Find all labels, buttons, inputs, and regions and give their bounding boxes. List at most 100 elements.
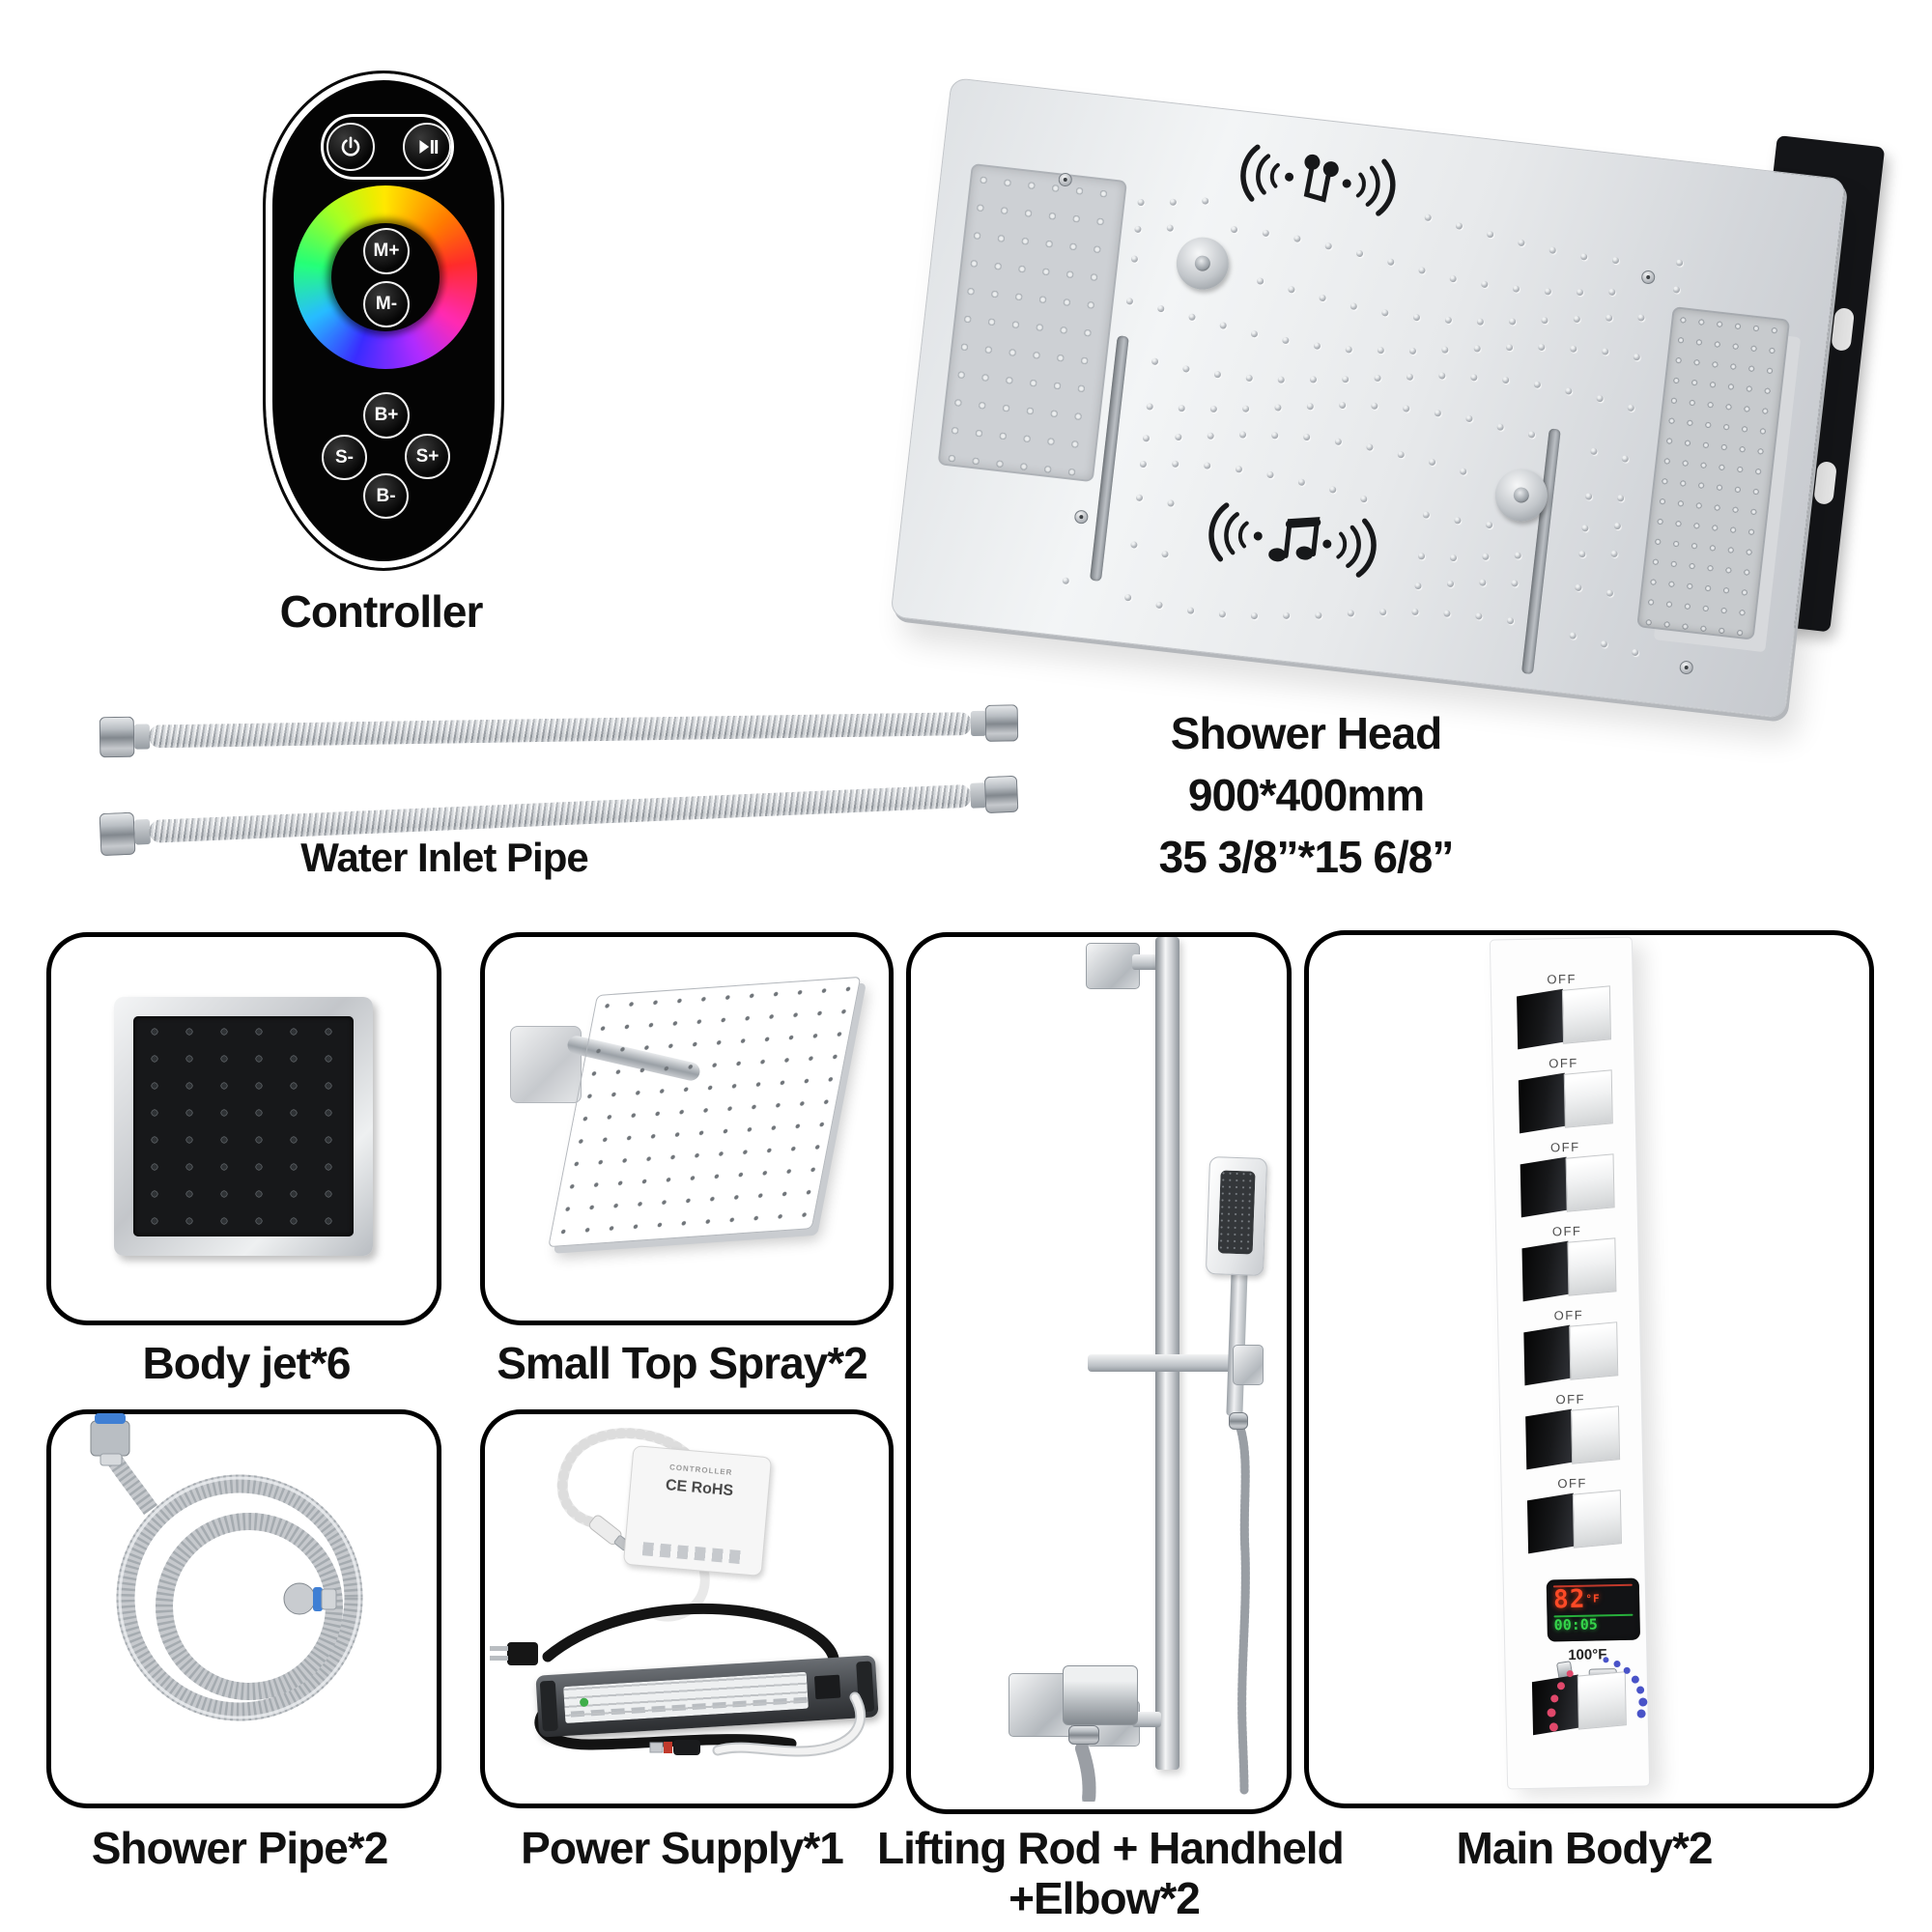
play-pause-button[interactable] [403, 123, 451, 171]
b-plus-button[interactable]: B+ [363, 392, 410, 439]
led-dot [1412, 313, 1421, 322]
led-dot [1274, 403, 1282, 412]
led-dot [1277, 376, 1286, 384]
led-dot [1235, 466, 1243, 473]
led-dot [1256, 277, 1264, 286]
led-dot [1203, 462, 1211, 470]
water-inlet-label: Water Inlet Pipe [300, 835, 589, 880]
led-dot [1161, 550, 1169, 558]
led-dot [1607, 288, 1616, 296]
led-dot [1250, 611, 1259, 620]
valve-off-label: OFF [1553, 1307, 1584, 1323]
led-dot [1481, 553, 1490, 561]
s-plus-button[interactable]: S+ [405, 434, 450, 479]
led-dot [1293, 235, 1301, 242]
led-dot [1230, 226, 1238, 234]
cold-scale-dot [1613, 1660, 1621, 1668]
led-dot [1319, 294, 1326, 302]
power-supply-label: Power Supply*1 [521, 1823, 844, 1873]
led-dot [1514, 552, 1522, 560]
m-plus-label: M+ [373, 241, 400, 261]
valve-knob[interactable] [1518, 1069, 1613, 1134]
led-dot [1496, 422, 1505, 431]
led-dot [1576, 288, 1584, 297]
led-dot [1130, 254, 1139, 263]
handheld-shower-head[interactable] [1205, 1155, 1268, 1277]
led-dot [1188, 313, 1196, 322]
led-dot [1139, 460, 1148, 469]
led-dot [1334, 437, 1343, 445]
lcd-temperature: 82 [1552, 1584, 1586, 1615]
lcd-unit: °F [1585, 1592, 1601, 1605]
led-dot [1465, 414, 1473, 423]
led-dot [1512, 285, 1520, 293]
valve-off-label: OFF [1547, 971, 1577, 987]
screw-icon [1640, 270, 1656, 285]
shower-head-size-inch: 35 3/8”*15 6/8” [1158, 832, 1455, 882]
power-icon [338, 134, 363, 159]
valve-knob[interactable] [1525, 1406, 1621, 1470]
valve-off-label: OFF [1551, 1223, 1582, 1239]
led-dot [1527, 431, 1536, 440]
led-dot [1577, 550, 1586, 558]
valve-knob[interactable] [1526, 1490, 1622, 1554]
valve-knob[interactable] [1523, 1321, 1619, 1386]
led-dot [1347, 610, 1355, 618]
valve-knob[interactable] [1517, 985, 1611, 1050]
remote-controller: M+ M- B+ S- S+ B- [263, 71, 504, 571]
led-dot [1454, 517, 1462, 525]
led-dot [1613, 523, 1622, 530]
led-dot [1359, 495, 1368, 503]
led-dot [1511, 579, 1519, 587]
m-plus-button[interactable]: M+ [363, 228, 410, 274]
waterfall-pad-right [1636, 306, 1791, 640]
led-dot [1370, 402, 1378, 411]
mount-cutout [1831, 306, 1856, 352]
shower-pipe-photo [90, 1413, 363, 1721]
led-dot [1287, 286, 1295, 294]
cold-scale-dot [1636, 1709, 1646, 1719]
rod-top-arm [1132, 954, 1161, 970]
play-pause-icon [414, 134, 440, 159]
b-minus-label: B- [376, 485, 396, 506]
power-button[interactable] [327, 123, 375, 171]
s-minus-label: S- [335, 446, 354, 468]
led-dot [1459, 467, 1467, 475]
lcd-display: 82°F 00:05 [1546, 1577, 1641, 1642]
cold-scale-dot [1631, 1675, 1639, 1684]
valve-knob[interactable] [1520, 1153, 1615, 1218]
led-dot [1434, 409, 1442, 417]
lifting-rod-bar[interactable] [1155, 937, 1179, 1770]
body-jet-photo [114, 997, 373, 1256]
led-dot [1213, 370, 1222, 379]
led-dot [1178, 405, 1186, 412]
led-dot [1062, 577, 1070, 585]
led-dot [1151, 357, 1159, 366]
led-dot [1631, 648, 1639, 657]
led-dot [1378, 609, 1387, 616]
led-dot [1541, 316, 1548, 325]
led-dot [1590, 447, 1598, 456]
dial-max-temp-label: 100°F [1568, 1646, 1607, 1664]
cold-scale-dot [1623, 1666, 1631, 1674]
mount-cutout [1813, 460, 1838, 505]
cold-scale-dot [1636, 1686, 1645, 1694]
led-dot [1306, 402, 1315, 411]
led-dot [1219, 322, 1228, 330]
screw-icon [1678, 660, 1694, 675]
thermostat-knob[interactable] [1531, 1671, 1627, 1736]
color-wheel[interactable] [294, 185, 477, 369]
led-dot [1386, 258, 1395, 267]
valve-knob[interactable] [1521, 1237, 1617, 1302]
slider-bar[interactable] [1088, 1354, 1260, 1372]
screw-icon [1073, 509, 1090, 525]
m-minus-button[interactable]: M- [363, 281, 410, 327]
led-dot [1455, 222, 1463, 231]
remote-top-button-group [321, 114, 454, 180]
s-minus-button[interactable]: S- [322, 435, 367, 480]
b-minus-button[interactable]: B- [363, 473, 409, 519]
shower-pipe-label: Shower Pipe*2 [91, 1823, 389, 1873]
led-dot [1672, 285, 1681, 294]
lifting-rod-label-line2: +Elbow*2 [1009, 1873, 1201, 1923]
led-dot [1406, 372, 1414, 381]
